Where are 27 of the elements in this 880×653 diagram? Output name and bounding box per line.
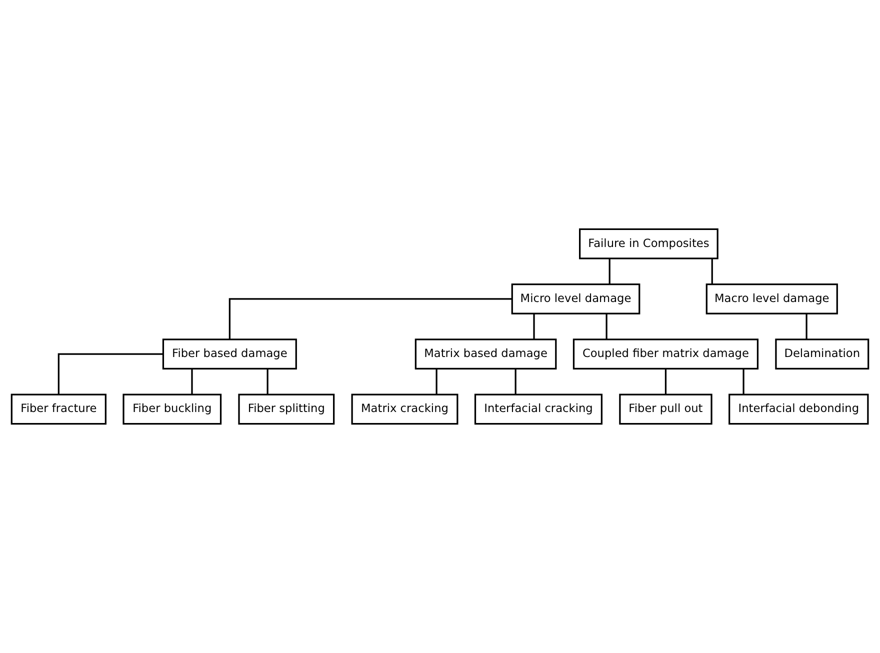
node-box: Micro level damage — [511, 284, 640, 314]
connector — [711, 258, 713, 284]
connector — [806, 314, 808, 340]
node-box: Fiber buckling — [122, 394, 222, 425]
connector — [266, 368, 268, 394]
node-box: Interfacial cracking — [474, 394, 602, 425]
connector — [533, 314, 535, 340]
node-box: Failure in Composites — [579, 228, 718, 260]
node-box: Fiber pull out — [619, 394, 712, 425]
connector — [228, 298, 512, 340]
node-box: Matrix based damage — [414, 338, 557, 370]
node-box: Delamination — [775, 338, 870, 370]
node-box: Fiber splitting — [238, 394, 335, 425]
connector — [191, 368, 193, 394]
connector — [742, 368, 744, 394]
node-box: Coupled fiber matrix damage — [572, 338, 759, 370]
node-box: Fiber based damage — [162, 338, 297, 370]
node-box: Fiber fracture — [10, 394, 106, 425]
connector — [436, 368, 438, 394]
node-box: Matrix cracking — [351, 394, 458, 425]
connector — [664, 368, 667, 394]
node-box: Interfacial debonding — [728, 394, 869, 425]
connector — [606, 314, 608, 340]
node-box: Macro level damage — [706, 284, 838, 314]
connector — [58, 353, 164, 394]
connector — [514, 368, 516, 394]
connector — [608, 258, 610, 284]
